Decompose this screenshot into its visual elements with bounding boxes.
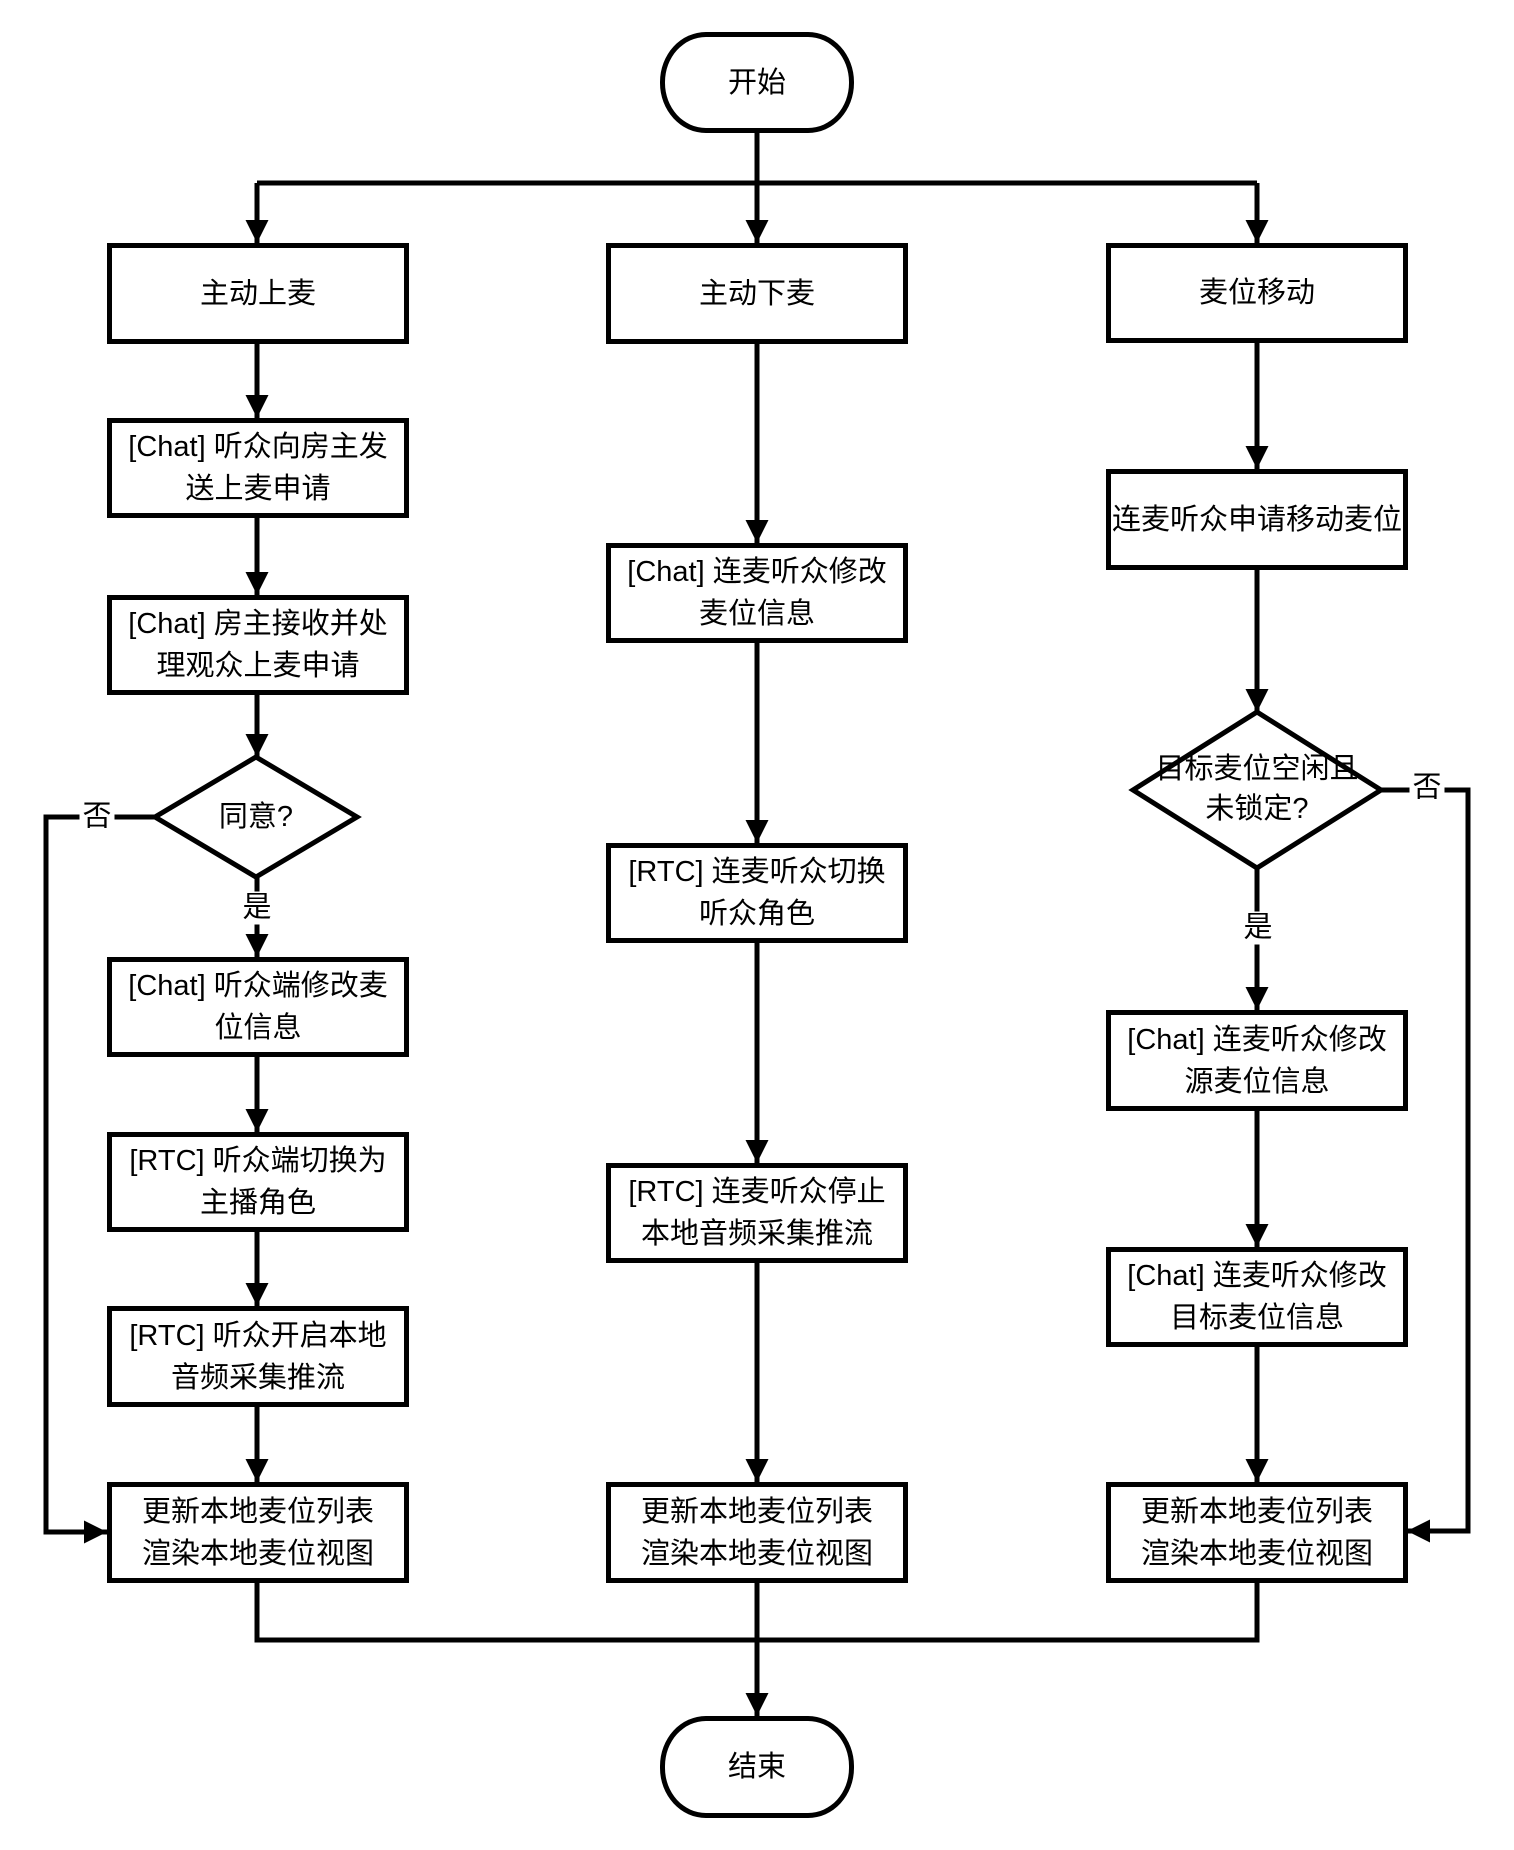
- step-start-audio-push-label: [RTC] 听众开启本地 音频采集推流: [129, 1319, 387, 1394]
- start-terminator: 开始: [660, 32, 854, 133]
- step-request-move-seat: 连麦听众申请移动麦位: [1106, 469, 1408, 570]
- step-owner-handle-request-label: [Chat] 房主接收并处 理观众上麦申请: [128, 608, 388, 682]
- start-label: 开始: [727, 66, 786, 99]
- step-request-move-seat-label: 连麦听众申请移动麦位: [1111, 503, 1402, 536]
- step-start-audio-push: [RTC] 听众开启本地 音频采集推流: [107, 1306, 409, 1407]
- step-send-mic-request-label: [Chat] 听众向房主发 送上麦申请: [128, 431, 388, 505]
- step-stop-audio-push: [RTC] 连麦听众停止 本地音频采集推流: [606, 1163, 908, 1263]
- header-leave-mic: 主动下麦: [606, 243, 908, 344]
- step-leave-update-view: 更新本地麦位列表 渲染本地麦位视图: [606, 1482, 908, 1583]
- agree-no-label: 否: [79, 800, 115, 834]
- header-take-mic-label: 主动上麦: [199, 277, 316, 310]
- step-take-update-view-label: 更新本地麦位列表 渲染本地麦位视图: [141, 1495, 374, 1570]
- step-switch-to-audience: [RTC] 连麦听众切换 听众角色: [606, 843, 908, 943]
- step-switch-to-anchor: [RTC] 听众端切换为 主播角色: [107, 1132, 409, 1232]
- header-leave-mic-label: 主动下麦: [698, 277, 815, 310]
- agree-yes-label: 是: [239, 891, 275, 925]
- step-move-update-view-label: 更新本地麦位列表 渲染本地麦位视图: [1140, 1495, 1373, 1570]
- step-leave-modify-seat-label: [Chat] 连麦听众修改 麦位信息: [627, 556, 887, 630]
- step-audience-modify-seat: [Chat] 听众端修改麦 位信息: [107, 957, 409, 1057]
- target-no-label: 否: [1409, 771, 1445, 805]
- decision-agree-shape: [150, 754, 362, 880]
- step-modify-target-seat: [Chat] 连麦听众修改 目标麦位信息: [1106, 1247, 1408, 1347]
- step-take-update-view: 更新本地麦位列表 渲染本地麦位视图: [107, 1482, 409, 1583]
- edge-target-no: [1381, 787, 1471, 1543]
- step-audience-modify-seat-label: [Chat] 听众端修改麦 位信息: [128, 970, 388, 1044]
- step-stop-audio-push-label: [RTC] 连麦听众停止 本地音频采集推流: [628, 1176, 886, 1250]
- edge-move-merge: [755, 1583, 1260, 1643]
- end-terminator: 结束: [660, 1716, 854, 1818]
- end-label: 结束: [727, 1751, 786, 1783]
- step-leave-update-view-label: 更新本地麦位列表 渲染本地麦位视图: [640, 1495, 873, 1570]
- step-move-update-view: 更新本地麦位列表 渲染本地麦位视图: [1106, 1482, 1408, 1583]
- step-send-mic-request: [Chat] 听众向房主发 送上麦申请: [107, 418, 409, 518]
- step-owner-handle-request: [Chat] 房主接收并处 理观众上麦申请: [107, 595, 409, 695]
- step-switch-to-audience-label: [RTC] 连麦听众切换 听众角色: [628, 856, 886, 930]
- header-move-mic: 麦位移动: [1106, 243, 1408, 343]
- step-modify-target-seat-label: [Chat] 连麦听众修改 目标麦位信息: [1127, 1260, 1387, 1334]
- edge-take-merge: [254, 1583, 759, 1643]
- step-leave-modify-seat: [Chat] 连麦听众修改 麦位信息: [606, 543, 908, 643]
- step-modify-source-seat: [Chat] 连麦听众修改 源麦位信息: [1106, 1010, 1408, 1111]
- decision-target-free-label: 目标麦位空闲且 未锁定?: [1155, 753, 1359, 825]
- target-yes-label: 是: [1240, 911, 1276, 945]
- step-modify-source-seat-label: [Chat] 连麦听众修改 源麦位信息: [1127, 1023, 1387, 1098]
- decision-agree-label: 同意?: [218, 801, 294, 833]
- step-switch-to-anchor-label: [RTC] 听众端切换为 主播角色: [129, 1145, 387, 1219]
- header-move-mic-label: 麦位移动: [1198, 277, 1315, 309]
- header-take-mic: 主动上麦: [107, 243, 409, 344]
- decision-target-free-shape: [1128, 709, 1386, 871]
